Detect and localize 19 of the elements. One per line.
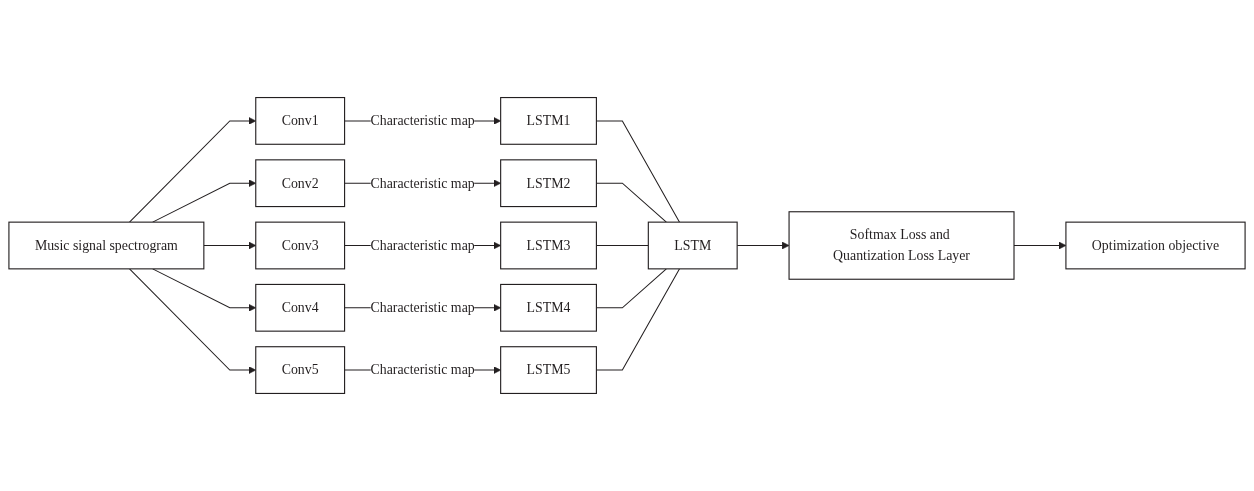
edge-label: Characteristic map [370, 362, 475, 378]
node-box: LSTM4 [500, 283, 597, 332]
node-box: Softmax Loss and Quantization Loss Layer [788, 211, 1015, 280]
edge-label: Characteristic map [370, 300, 475, 315]
node-box: LSTM1 [500, 97, 597, 145]
node-box: LSTM2 [500, 159, 597, 208]
node-box: LSTM5 [500, 346, 597, 394]
node-box: LSTM3 [500, 221, 597, 270]
node-box: Conv1 [255, 97, 346, 145]
node-box: Conv3 [255, 221, 346, 270]
node-box: Conv4 [255, 283, 346, 332]
node-box: Conv2 [255, 159, 346, 208]
node-box: Music signal spectrogram [8, 221, 205, 270]
node-box: Conv5 [255, 346, 346, 394]
edge-label: Characteristic map [370, 175, 475, 191]
node-box: LSTM [647, 221, 738, 270]
node-box: Optimization objective [1065, 221, 1246, 270]
edge-label: Characteristic map [370, 237, 475, 253]
edge-label: Characteristic map [370, 113, 475, 128]
